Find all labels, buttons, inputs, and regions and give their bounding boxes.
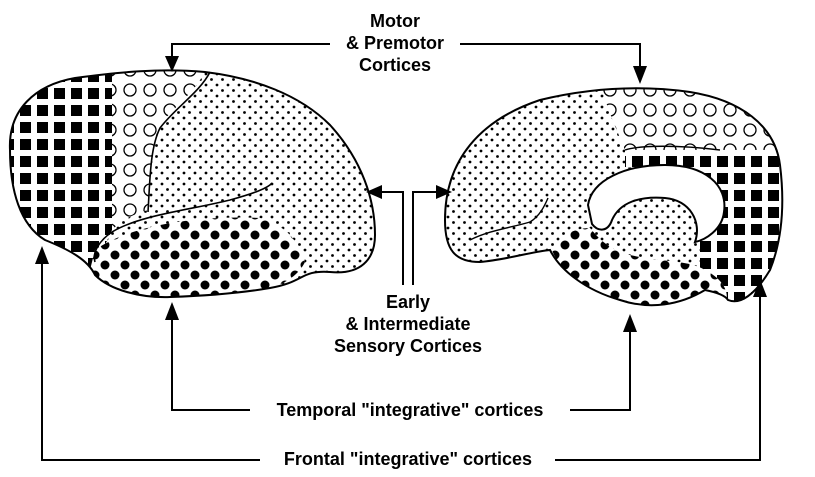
sensory-label-line-2: & Intermediate [318, 313, 498, 335]
motor-label: Motor & Premotor Cortices [330, 10, 460, 76]
motor-label-line-3: Cortices [330, 54, 460, 76]
sensory-label-line-3: Sensory Cortices [318, 335, 498, 357]
temporal-label: Temporal "integrative" cortices [253, 399, 567, 421]
temporal-arrowhead-right [623, 314, 637, 332]
frontal-arrowhead-left [35, 246, 49, 264]
motor-label-line-1: Motor [330, 10, 460, 32]
sensory-connectors [380, 192, 438, 285]
frontal-label: Frontal "integrative" cortices [263, 448, 553, 470]
motor-label-line-2: & Premotor [330, 32, 460, 54]
temporal-arrowhead-left [165, 302, 179, 320]
motor-arrowhead-right [633, 66, 647, 84]
sensory-label-line-1: Early [318, 291, 498, 313]
sensory-label: Early & Intermediate Sensory Cortices [318, 291, 498, 357]
